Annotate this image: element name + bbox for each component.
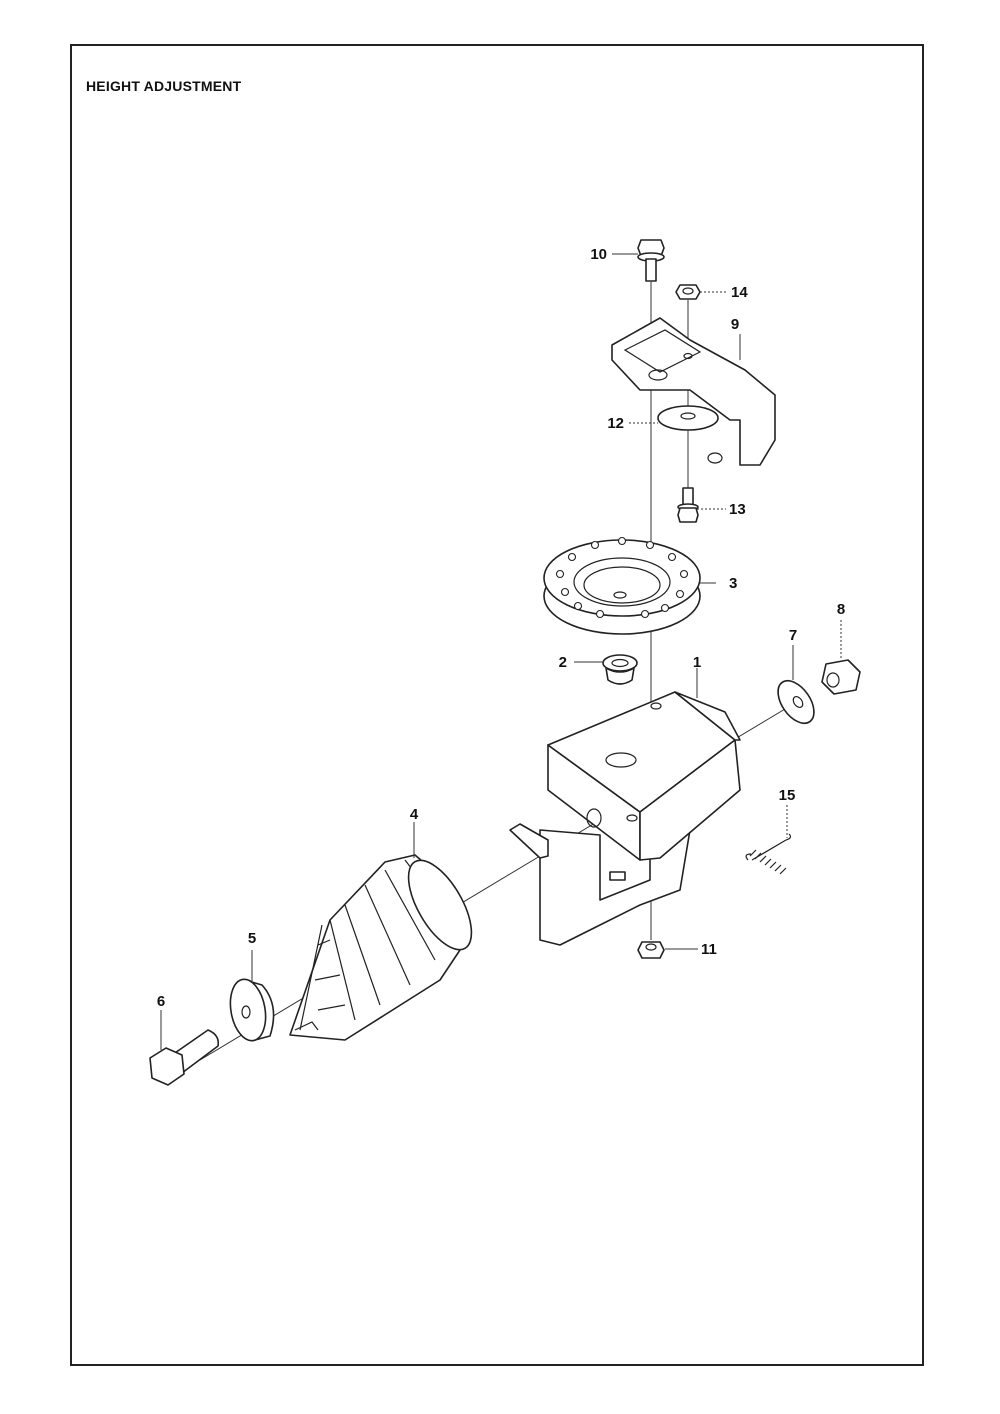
callout-15: 15	[779, 787, 796, 804]
callout-10: 10	[590, 246, 607, 263]
callout-14: 14	[731, 284, 748, 301]
callout-12: 12	[607, 415, 624, 432]
callout-8: 8	[837, 601, 845, 618]
part-7-washer	[777, 679, 815, 725]
callout-1: 1	[693, 654, 701, 671]
part-3-adjustment-ring	[543, 536, 701, 635]
part-11-nut	[637, 941, 665, 959]
part-15-spring	[745, 833, 792, 875]
part-10-bolt	[637, 239, 665, 282]
part-8-nut	[821, 659, 861, 695]
part-6-bolt	[149, 1029, 220, 1086]
callout-11: 11	[701, 941, 717, 958]
part-12-washer	[657, 405, 719, 431]
callout-4: 4	[410, 806, 419, 823]
callout-6: 6	[157, 993, 165, 1010]
drawing-frame	[70, 44, 924, 1366]
callout-7: 7	[789, 627, 797, 644]
part-9-bracket	[611, 317, 776, 466]
part-2-bushing	[602, 654, 638, 685]
callout-13: 13	[729, 501, 746, 518]
part-14-nut	[675, 284, 701, 300]
callout-9: 9	[731, 316, 739, 333]
callout-3: 3	[729, 575, 737, 592]
part-13-bolt	[677, 487, 699, 523]
part-4-roller	[289, 854, 473, 1041]
part-5-spacer	[229, 978, 275, 1042]
callout-2: 2	[559, 654, 567, 671]
callout-5: 5	[248, 930, 256, 947]
callout-labels: 1 2 3 4 5 6 7 8 9 10 11 12 13 14 15	[157, 246, 845, 1010]
leader-lines	[160, 253, 842, 1050]
part-1-housing	[509, 691, 741, 946]
diagram-title: HEIGHT ADJUSTMENT	[86, 78, 242, 94]
